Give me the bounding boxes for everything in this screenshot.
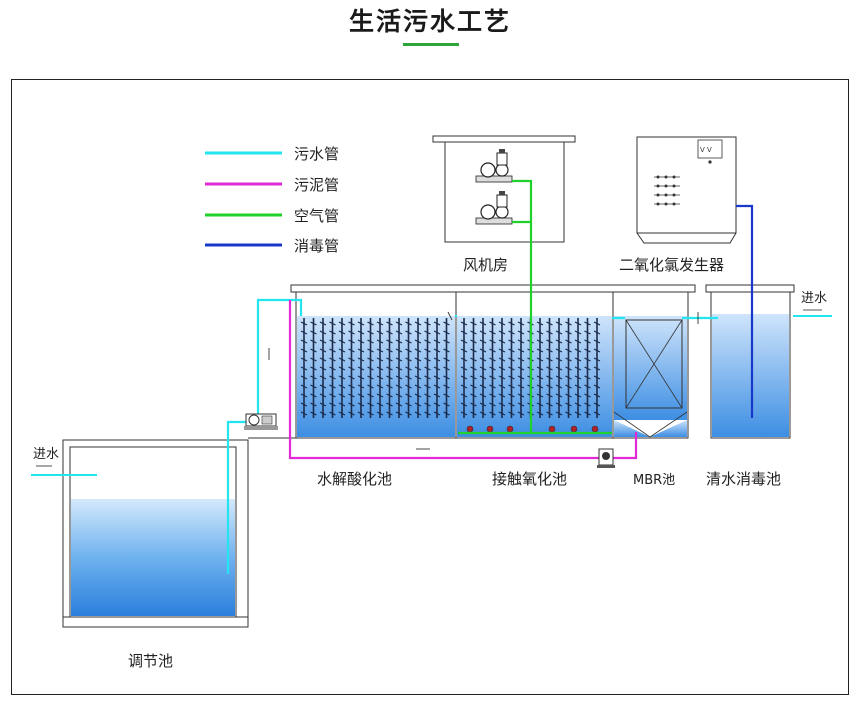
inlet-right-label: 进水 <box>801 291 827 306</box>
flow-markers <box>268 311 699 450</box>
regulating-tank: 调节池 <box>62 439 249 670</box>
regulating-label: 调节池 <box>128 652 173 670</box>
blower-1-icon <box>475 149 513 183</box>
diagram-frame <box>11 79 849 695</box>
sewage-pipes <box>226 298 718 574</box>
chlorine-generator: V V 二氧化氯发生器 <box>619 136 737 274</box>
title-underline <box>403 43 459 46</box>
page-title: 生活污水工艺 <box>348 7 511 36</box>
disinfection-pipe <box>736 204 754 418</box>
inlet-right: 进水 <box>793 291 832 317</box>
clear-water-tank: 清水消毒池 <box>705 284 795 488</box>
lift-pump-icon <box>244 413 278 430</box>
blower-room: 风机房 <box>432 135 576 274</box>
main-tank: 水解酸化池 接触氧化池 MBR池 <box>290 284 696 488</box>
legend-label-sludge: 污泥管 <box>294 176 339 194</box>
blower-room-label: 风机房 <box>463 256 508 274</box>
aerators <box>466 425 599 433</box>
inlet-left: 进水 <box>31 447 97 476</box>
blower-2-icon <box>475 191 513 225</box>
legend-label-sewage: 污水管 <box>294 145 339 163</box>
sludge-pipe <box>288 300 638 460</box>
legend-label-air: 空气管 <box>294 207 339 225</box>
inlet-left-label: 进水 <box>33 447 59 462</box>
contact-oxidation-label: 接触氧化池 <box>492 470 567 488</box>
legend-label-disinfect: 消毒管 <box>294 237 339 255</box>
svg-text:V V: V V <box>700 146 712 154</box>
air-pipes <box>458 179 612 435</box>
mbr-module <box>625 319 683 409</box>
sludge-pump-icon <box>597 448 615 468</box>
mbr-water <box>614 316 687 420</box>
clear-water-label: 清水消毒池 <box>706 470 781 488</box>
legend: 污水管 污泥管 空气管 消毒管 <box>205 145 339 255</box>
mbr-label: MBR池 <box>633 473 675 488</box>
hydrolysis-label: 水解酸化池 <box>317 470 392 488</box>
chlorine-generator-label: 二氧化氯发生器 <box>619 256 724 274</box>
regulating-water <box>71 499 235 616</box>
